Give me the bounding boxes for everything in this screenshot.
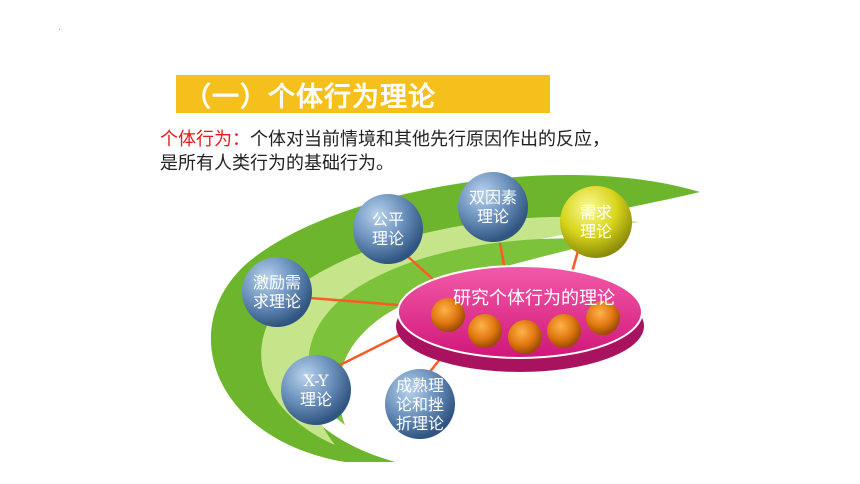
orange-balls	[431, 298, 620, 354]
node-two-factor	[458, 172, 528, 242]
title-banner: （一）个体行为理论	[176, 75, 550, 113]
page-title: （一）个体行为理论	[184, 81, 436, 113]
node-label-xy: X-Y 理论	[299, 371, 332, 409]
node-label-incentive-needs: 激励需 求理论	[252, 273, 301, 311]
corner-mark: .	[58, 22, 62, 33]
inner-light-arc	[261, 216, 640, 445]
inner-green-arc	[308, 238, 610, 425]
outer-green-arc	[210, 174, 700, 462]
definition-line2: 是所有人类行为的基础行为。	[160, 153, 394, 174]
definition-line1: 个体对当前情境和其他先行原因作出的反应，	[250, 129, 610, 150]
node-equity	[353, 194, 423, 264]
orange-ball	[468, 314, 502, 348]
orange-ball	[586, 301, 620, 335]
definition-text: 个体行为：个体对当前情境和其他先行原因作出的反应， 是所有人类行为的基础行为。	[160, 128, 720, 176]
node-label-needs: 需求 理论	[579, 203, 612, 241]
node-incentive-needs	[242, 257, 312, 327]
orange-ball	[547, 314, 581, 348]
node-label-two-factor: 双因素 理论	[468, 188, 517, 226]
orange-ball	[508, 320, 542, 354]
node-xy	[281, 355, 351, 425]
node-label-maturity: 成熟理 论和挫 折理论	[395, 375, 444, 433]
orange-ball	[431, 298, 465, 332]
node-maturity	[385, 369, 455, 439]
node-needs	[560, 186, 632, 258]
center-disc	[397, 265, 643, 359]
center-label: 研究个体行为的理论	[453, 288, 615, 309]
definition-term: 个体行为：	[160, 129, 250, 150]
node-label-equity: 公平 理论	[371, 210, 404, 248]
